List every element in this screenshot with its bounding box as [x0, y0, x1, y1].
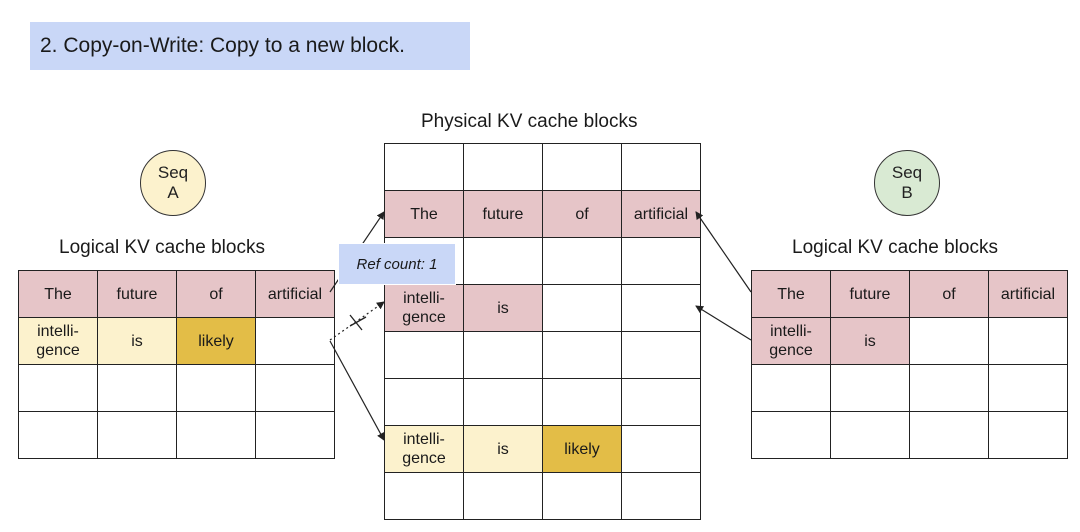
- physical-block-cell: [384, 143, 464, 191]
- seq-b-block-cell: [909, 364, 989, 412]
- cross-mark-icon: [349, 314, 367, 331]
- seq-b-row2-to-physical-arrow: [695, 305, 752, 341]
- physical-blocks-label: Physical KV cache blocks: [421, 111, 638, 132]
- seq-b-block-cell: [830, 411, 910, 459]
- seq-a-copy-arrow: [329, 340, 385, 441]
- seq-b-logical-label: Logical KV cache blocks: [792, 237, 998, 258]
- seq-a-logical-label: Logical KV cache blocks: [59, 237, 265, 258]
- slide-title: 2. Copy-on-Write: Copy to a new block.: [30, 22, 470, 70]
- seq-b-line2: B: [901, 183, 913, 202]
- physical-block-cell: intelli-gence: [384, 284, 464, 332]
- physical-block-cell: is: [463, 284, 543, 332]
- seq-b-block-cell: is: [830, 317, 910, 365]
- physical-row: [384, 331, 701, 379]
- seq-b-row: [751, 364, 1068, 412]
- physical-row: [384, 472, 701, 520]
- seq-b-line1: Seq: [891, 163, 923, 182]
- seq-a-old-mapping-dotted-arrow: [329, 301, 385, 341]
- seq-b-block-cell: artificial: [988, 270, 1068, 318]
- physical-block-cell: [542, 331, 622, 379]
- physical-block-cell: [621, 378, 701, 426]
- seq-a-row: [18, 364, 335, 412]
- seq-a-block-cell: [18, 411, 98, 459]
- seq-a-block-cell: [176, 411, 256, 459]
- physical-block-cell: The: [384, 190, 464, 238]
- physical-block-cell: future: [463, 190, 543, 238]
- physical-block-cell: [384, 472, 464, 520]
- seq-b-block-cell: [909, 411, 989, 459]
- seq-a-line2: A: [167, 183, 179, 202]
- physical-block-cell: [384, 378, 464, 426]
- seq-b-row1-to-physical-arrow: [695, 211, 752, 293]
- seq-a-block-cell: The: [18, 270, 98, 318]
- seq-a-block-cell: likely: [176, 317, 256, 365]
- physical-block-cell: artificial: [621, 190, 701, 238]
- physical-block-cell: [463, 472, 543, 520]
- seq-a-block-cell: of: [176, 270, 256, 318]
- physical-block-cell: [621, 237, 701, 285]
- seq-a-line1: Seq: [157, 163, 189, 182]
- physical-block-cell: [621, 472, 701, 520]
- seq-b-block-cell: of: [909, 270, 989, 318]
- seq-a-row: [18, 411, 335, 459]
- seq-b-row: [751, 411, 1068, 459]
- physical-block-cell: [621, 331, 701, 379]
- physical-block-cell: of: [542, 190, 622, 238]
- seq-a-block-cell: is: [97, 317, 177, 365]
- physical-block-cell: [542, 472, 622, 520]
- seq-b-block-cell: [830, 364, 910, 412]
- physical-block-cell: [542, 378, 622, 426]
- physical-block-cell: is: [463, 425, 543, 473]
- physical-block-cell: [621, 284, 701, 332]
- ref-count-badge: Ref count: 1: [338, 243, 456, 285]
- seq-a-block-cell: [255, 364, 335, 412]
- seq-a-block-cell: [97, 411, 177, 459]
- physical-block-cell: [463, 143, 543, 191]
- physical-row: [384, 378, 701, 426]
- physical-block-cell: likely: [542, 425, 622, 473]
- seq-a-block-cell: artificial: [255, 270, 335, 318]
- seq-a-block-cell: [176, 364, 256, 412]
- seq-a-block-cell: future: [97, 270, 177, 318]
- physical-block-cell: [621, 425, 701, 473]
- seq-a-block-cell: [255, 317, 335, 365]
- seq-b-block-cell: [988, 364, 1068, 412]
- seq-b-block-cell: The: [751, 270, 831, 318]
- seq-a-block-cell: [255, 411, 335, 459]
- seq-a-block-cell: intelli-gence: [18, 317, 98, 365]
- seq-b-block-cell: [988, 411, 1068, 459]
